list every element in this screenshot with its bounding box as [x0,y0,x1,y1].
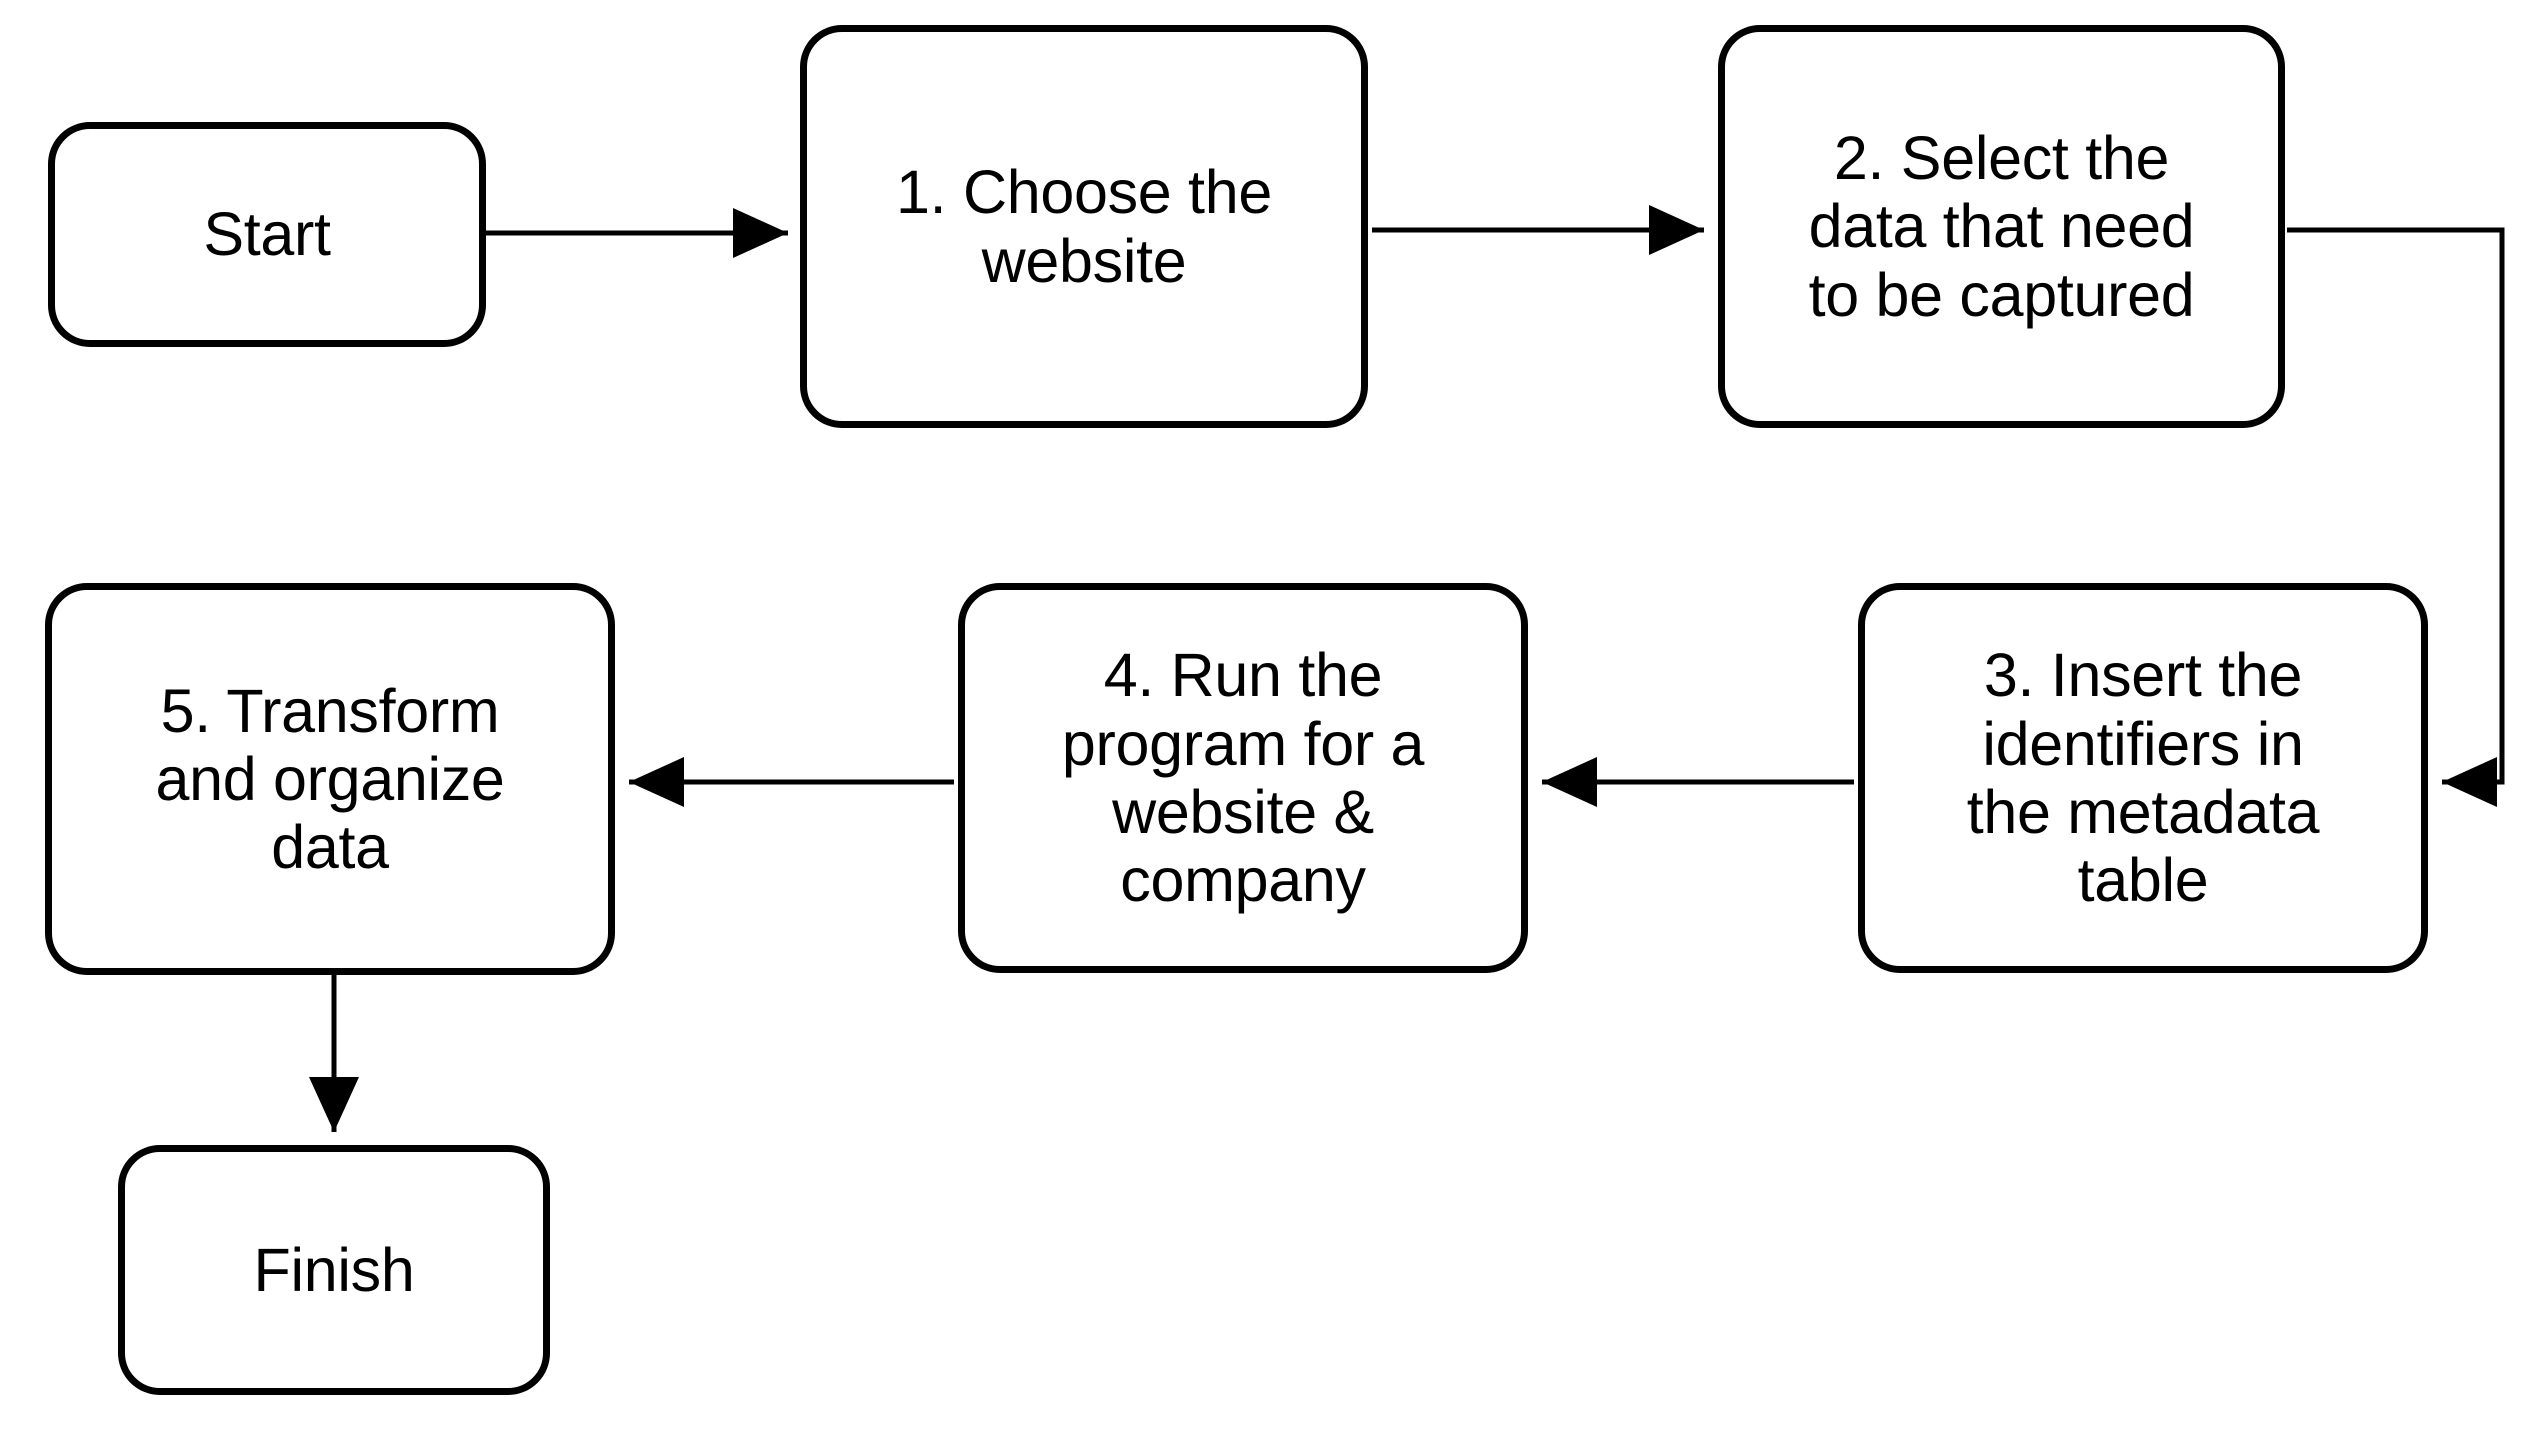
node-step-5-label: 5. Transform and organize data [155,676,505,882]
node-finish[interactable]: Finish [118,1145,550,1395]
node-step-1-choose-website[interactable]: 1. Choose the website [800,25,1368,428]
node-start-label: Start [203,200,331,269]
node-finish-label: Finish [253,1235,415,1304]
node-step-4-run-program[interactable]: 4. Run the program for a website & compa… [958,583,1528,973]
node-step-2-select-data[interactable]: 2. Select the data that need to be captu… [1718,25,2285,428]
node-step-2-label: 2. Select the data that need to be captu… [1808,124,2195,329]
node-step-3-insert-identifiers[interactable]: 3. Insert the identifiers in the metadat… [1858,583,2428,973]
node-start[interactable]: Start [48,122,486,347]
node-step-1-label: 1. Choose the website [896,158,1272,295]
node-step-4-label: 4. Run the program for a website & compa… [1061,641,1425,915]
node-step-3-label: 3. Insert the identifiers in the metadat… [1966,641,2320,915]
node-step-5-transform-organize[interactable]: 5. Transform and organize data [45,583,615,975]
